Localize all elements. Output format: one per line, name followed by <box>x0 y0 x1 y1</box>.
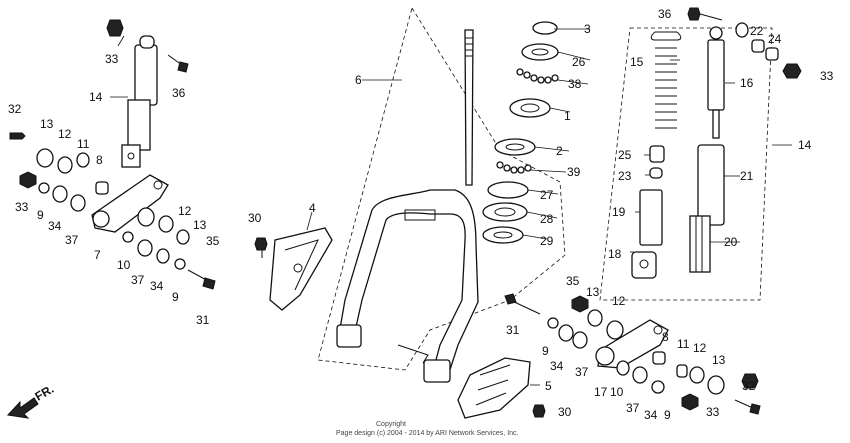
callout-16[interactable]: 16 <box>740 76 754 90</box>
callout-1[interactable]: 1 <box>564 109 571 123</box>
callout-23[interactable]: 23 <box>618 169 632 183</box>
footer-copyright: Copyright <box>376 421 406 428</box>
ball-bearings-lower <box>496 161 532 174</box>
callout-32-right[interactable]: 32 <box>742 379 756 393</box>
steering-bearings <box>482 21 559 244</box>
shock-inner-parts <box>631 144 725 279</box>
callout-12-b[interactable]: 12 <box>178 204 192 218</box>
callout-33-c[interactable]: 33 <box>820 69 834 83</box>
callout-27[interactable]: 27 <box>540 188 554 202</box>
callout-36-right[interactable]: 36 <box>658 7 672 21</box>
callout-19[interactable]: 19 <box>612 205 626 219</box>
callout-31-right[interactable]: 31 <box>506 323 520 337</box>
callout-37-a[interactable]: 37 <box>65 233 79 247</box>
shock-bushings <box>687 7 802 79</box>
callout-37-c[interactable]: 37 <box>575 365 589 379</box>
callout-20[interactable]: 20 <box>724 235 738 249</box>
fork-cover[interactable] <box>457 357 531 419</box>
callout-22[interactable]: 22 <box>750 24 764 38</box>
callout-13-b[interactable]: 13 <box>193 218 207 232</box>
shock-assembly-outline <box>599 27 773 301</box>
callout-10-left[interactable]: 10 <box>117 258 131 272</box>
callout-30-left[interactable]: 30 <box>248 211 262 225</box>
callout-25[interactable]: 25 <box>618 148 632 162</box>
callout-32-left[interactable]: 32 <box>8 102 22 116</box>
callout-14-right[interactable]: 14 <box>798 138 812 152</box>
callout-9-c[interactable]: 9 <box>542 344 549 358</box>
steering-fork[interactable] <box>336 29 479 383</box>
callout-39[interactable]: 39 <box>567 165 581 179</box>
callout-8-left[interactable]: 8 <box>96 153 103 167</box>
callout-13-c[interactable]: 13 <box>586 285 600 299</box>
callout-9-d[interactable]: 9 <box>664 408 671 422</box>
callout-14-left[interactable]: 14 <box>89 90 103 104</box>
right-swing-arm[interactable] <box>595 319 669 369</box>
callout-18[interactable]: 18 <box>608 247 622 261</box>
callout-34-a[interactable]: 34 <box>48 219 62 233</box>
callout-36-left[interactable]: 36 <box>172 86 186 100</box>
callout-29[interactable]: 29 <box>540 234 554 248</box>
footer-page-design: Page design (c) 2004 - 2014 by ARI Netwo… <box>336 430 519 437</box>
callout-2[interactable]: 2 <box>556 144 563 158</box>
left-swing-arm[interactable] <box>91 174 169 233</box>
ball-bearings-upper <box>516 68 559 84</box>
callout-5[interactable]: 5 <box>545 379 552 393</box>
fender-bracket[interactable] <box>269 227 333 311</box>
callout-21[interactable]: 21 <box>740 169 754 183</box>
shock-spring[interactable] <box>650 31 682 129</box>
callout-37-b[interactable]: 37 <box>131 273 145 287</box>
callout-9-a[interactable]: 9 <box>37 208 44 222</box>
left-shock-absorber[interactable] <box>121 35 158 168</box>
callout-35-left[interactable]: 35 <box>206 234 220 248</box>
shock-damper-rod[interactable] <box>707 22 749 139</box>
callout-3[interactable]: 3 <box>584 22 591 36</box>
callout-12-a[interactable]: 12 <box>58 127 72 141</box>
callout-15[interactable]: 15 <box>630 55 644 69</box>
callout-9-b[interactable]: 9 <box>172 290 179 304</box>
callout-8-right[interactable]: 8 <box>662 330 669 344</box>
bolt-30-right[interactable] <box>532 404 546 418</box>
callout-labels: 1 2 3 4 5 6 7 8 8 9 9 9 9 10 10 11 11 12… <box>8 7 834 422</box>
callout-12-c[interactable]: 12 <box>612 294 626 308</box>
callout-26[interactable]: 26 <box>572 55 586 69</box>
callout-10-right[interactable]: 10 <box>610 385 624 399</box>
front-direction-arrow: FR. <box>6 382 56 419</box>
callout-33-b[interactable]: 33 <box>15 200 29 214</box>
left-hardware <box>9 19 216 290</box>
bolt-30-left[interactable] <box>254 237 268 258</box>
callout-34-b[interactable]: 34 <box>150 279 164 293</box>
callout-30-right[interactable]: 30 <box>558 405 572 419</box>
callout-38[interactable]: 38 <box>568 77 582 91</box>
callout-34-c[interactable]: 34 <box>550 359 564 373</box>
callout-35-right[interactable]: 35 <box>566 274 580 288</box>
callout-6[interactable]: 6 <box>355 73 362 87</box>
right-hardware <box>504 293 761 415</box>
callout-33-d[interactable]: 33 <box>706 405 720 419</box>
callout-37-d[interactable]: 37 <box>626 401 640 415</box>
callout-31-left[interactable]: 31 <box>196 313 210 327</box>
callout-12-d[interactable]: 12 <box>693 341 707 355</box>
callout-34-d[interactable]: 34 <box>644 408 658 422</box>
callout-13-d[interactable]: 13 <box>712 353 726 367</box>
callout-33-a[interactable]: 33 <box>105 52 119 66</box>
callout-7[interactable]: 7 <box>94 248 101 262</box>
callout-28[interactable]: 28 <box>540 212 554 226</box>
callout-11-right[interactable]: 11 <box>677 337 690 351</box>
callout-11-left[interactable]: 11 <box>77 137 90 151</box>
callout-4[interactable]: 4 <box>309 201 316 215</box>
callout-13-a[interactable]: 13 <box>40 117 54 131</box>
callout-17[interactable]: 17 <box>594 385 608 399</box>
callout-24[interactable]: 24 <box>768 32 782 46</box>
leader-lines <box>110 28 792 386</box>
